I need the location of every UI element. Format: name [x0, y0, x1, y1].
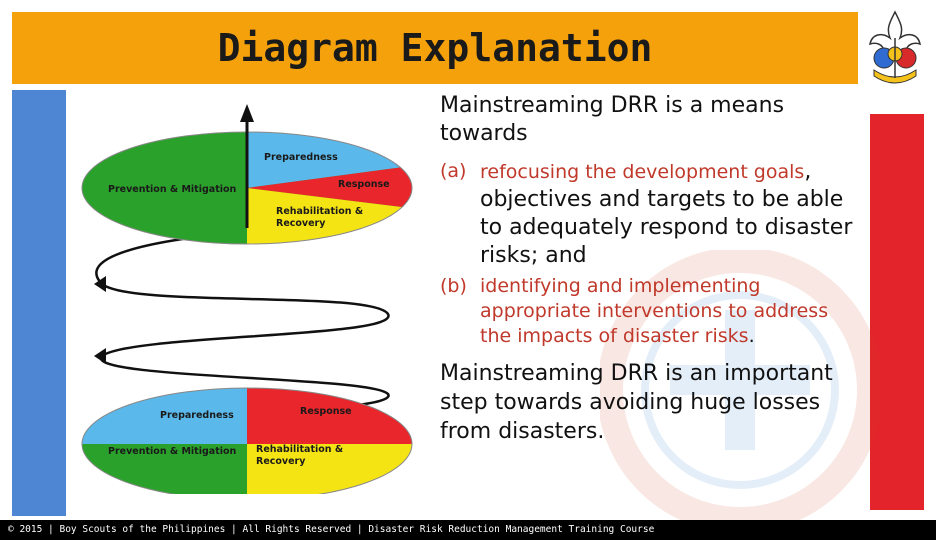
conclusion-paragraph: Mainstreaming DRR is an important step t… [440, 361, 833, 444]
top-preparedness-label: Preparedness [264, 152, 338, 163]
top-prevention-label: Prevention & Mitigation [108, 184, 237, 195]
list-marker-a: (a) [440, 160, 467, 182]
copyright-text: © 2015 | Boy Scouts of the Philippines |… [8, 524, 655, 535]
explanation-text: Mainstreaming DRR is a means towards (a)… [440, 92, 860, 446]
bottom-rehab-label-1: Rehabilitation & [256, 444, 343, 455]
item-a-rest: , objectives and targets to be able to a… [480, 159, 853, 268]
top-response-label: Response [338, 179, 390, 190]
item-b-highlight: identifying and implementing appropriate… [480, 275, 829, 347]
right-accent-bar [870, 114, 924, 510]
bottom-prevention-label: Prevention & Mitigation [108, 446, 237, 457]
drr-cycle-diagram: Preparedness Prevention & Mitigation Res… [72, 94, 426, 494]
footer-bar: © 2015 | Boy Scouts of the Philippines |… [0, 520, 936, 540]
left-accent-bar [12, 90, 66, 516]
top-rehab-label-2: Recovery [276, 218, 326, 229]
list-item-b: (b) identifying and implementing appropr… [440, 274, 860, 349]
list-item-a: (a) refocusing the development goals, ob… [440, 158, 860, 270]
bottom-rehab-label-2: Recovery [256, 456, 306, 467]
title-bar: Diagram Explanation [12, 12, 858, 84]
bottom-response-label: Response [300, 406, 352, 417]
list-marker-b: (b) [440, 275, 467, 297]
bsp-emblem-icon [869, 10, 921, 84]
intro-paragraph: Mainstreaming DRR is a means towards [440, 93, 785, 146]
item-a-highlight: refocusing the development goals [480, 161, 805, 183]
item-b-end: . [748, 325, 755, 347]
bottom-preparedness-label: Preparedness [160, 410, 234, 421]
top-rehab-label-1: Rehabilitation & [276, 206, 363, 217]
upward-arrow [240, 104, 254, 228]
page-title: Diagram Explanation [217, 26, 653, 70]
